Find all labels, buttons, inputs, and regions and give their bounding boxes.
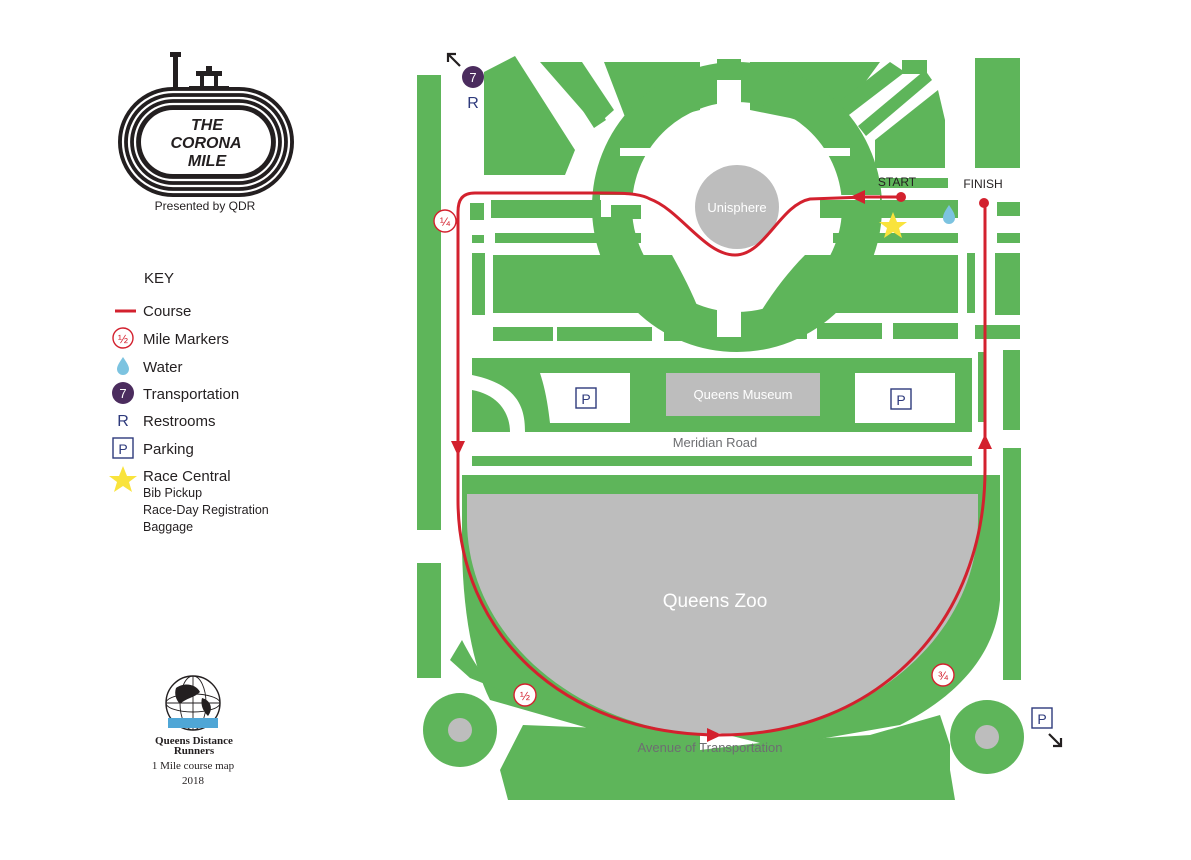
- star-icon: [109, 466, 137, 492]
- key-race-central-detail-2: Race-Day Registration: [143, 503, 269, 517]
- key-race-central-detail-3: Baggage: [143, 520, 193, 534]
- transportation-icon: [112, 382, 134, 404]
- key-course-label: Course: [143, 303, 191, 320]
- logo-line-3: MILE: [188, 153, 228, 170]
- marker-three-quarter-symbol: ¾: [938, 669, 949, 683]
- presented-by: Presented by QDR: [155, 199, 256, 213]
- marker-half-icon: [513, 683, 537, 707]
- start-label: START: [878, 175, 917, 189]
- map-transportation-symbol: 7: [469, 70, 476, 85]
- logo-line-2: CORONA: [170, 135, 241, 152]
- key-title: KEY: [144, 270, 174, 287]
- avenue-label: Avenue of Transportation: [637, 740, 782, 755]
- arrow-north: [978, 434, 992, 449]
- course-route: [456, 191, 987, 737]
- queens-zoo-label: Queens Zoo: [663, 591, 768, 612]
- parking-southeast-icon: [1031, 707, 1053, 729]
- finish-point: [979, 198, 989, 208]
- parking-west-symbol: P: [581, 391, 590, 407]
- queens-museum: [666, 373, 820, 416]
- transportation-symbol: 7: [119, 386, 126, 401]
- arrow-northwest-icon: [446, 52, 461, 67]
- map-key: KEY Course ½ Mile Markers Water 7 Transp…: [109, 270, 269, 534]
- key-transportation-label: Transportation: [143, 386, 239, 403]
- map-transportation-icon: [462, 66, 484, 88]
- start-point: [896, 192, 906, 202]
- marker-three-quarter-icon: [931, 663, 955, 687]
- parking-west-icon: [575, 387, 597, 409]
- park-map: Unisphere Queens M: [417, 52, 1063, 800]
- marker-quarter-symbol: ¼: [440, 215, 451, 229]
- parking-symbol: P: [118, 441, 127, 457]
- key-mile-markers-label: Mile Markers: [143, 331, 229, 348]
- map-restroom-icon: R: [467, 95, 479, 112]
- key-race-central-label: Race Central: [143, 468, 231, 485]
- water-drop-icon: [943, 205, 955, 224]
- arrow-southeast-icon: [1048, 733, 1063, 748]
- marker-half-symbol: ½: [520, 689, 530, 703]
- race-central-star-icon: [879, 212, 907, 238]
- marker-quarter-icon: [433, 209, 457, 233]
- parking-southeast-symbol: P: [1037, 711, 1046, 727]
- logo-line-1: THE: [191, 117, 224, 134]
- mile-marker-symbol: ½: [118, 332, 128, 346]
- qdr-logo: Queens Distance Runners: [155, 675, 233, 757]
- arrow-west: [850, 190, 865, 204]
- unisphere: [695, 165, 779, 249]
- queens-museum-label: Queens Museum: [694, 387, 793, 402]
- key-race-central-detail-1: Bib Pickup: [143, 486, 202, 500]
- corona-mile-logo: THE CORONA MILE: [118, 52, 294, 197]
- meridian-road-label: Meridian Road: [673, 435, 758, 450]
- qdr-caption: 1 Mile course map: [152, 760, 235, 772]
- mile-marker-icon: [112, 327, 134, 349]
- key-parking-label: Parking: [143, 441, 194, 458]
- parking-east-icon: [890, 388, 912, 410]
- finish-label: FINISH: [963, 177, 1002, 191]
- queens-zoo: [467, 494, 978, 735]
- arrow-east: [707, 728, 722, 742]
- key-water-label: Water: [143, 359, 182, 376]
- qdr-name-2: Runners: [174, 745, 215, 757]
- water-drop-icon: [117, 357, 129, 375]
- restroom-icon: R: [117, 413, 129, 430]
- parking-icon: [112, 437, 134, 459]
- arrow-south: [451, 441, 465, 456]
- qdr-name-1: Queens Distance: [155, 735, 233, 747]
- unisphere-label: Unisphere: [707, 200, 766, 215]
- parking-east-symbol: P: [896, 392, 905, 408]
- key-restrooms-label: Restrooms: [143, 413, 216, 430]
- qdr-year: 2018: [182, 775, 205, 787]
